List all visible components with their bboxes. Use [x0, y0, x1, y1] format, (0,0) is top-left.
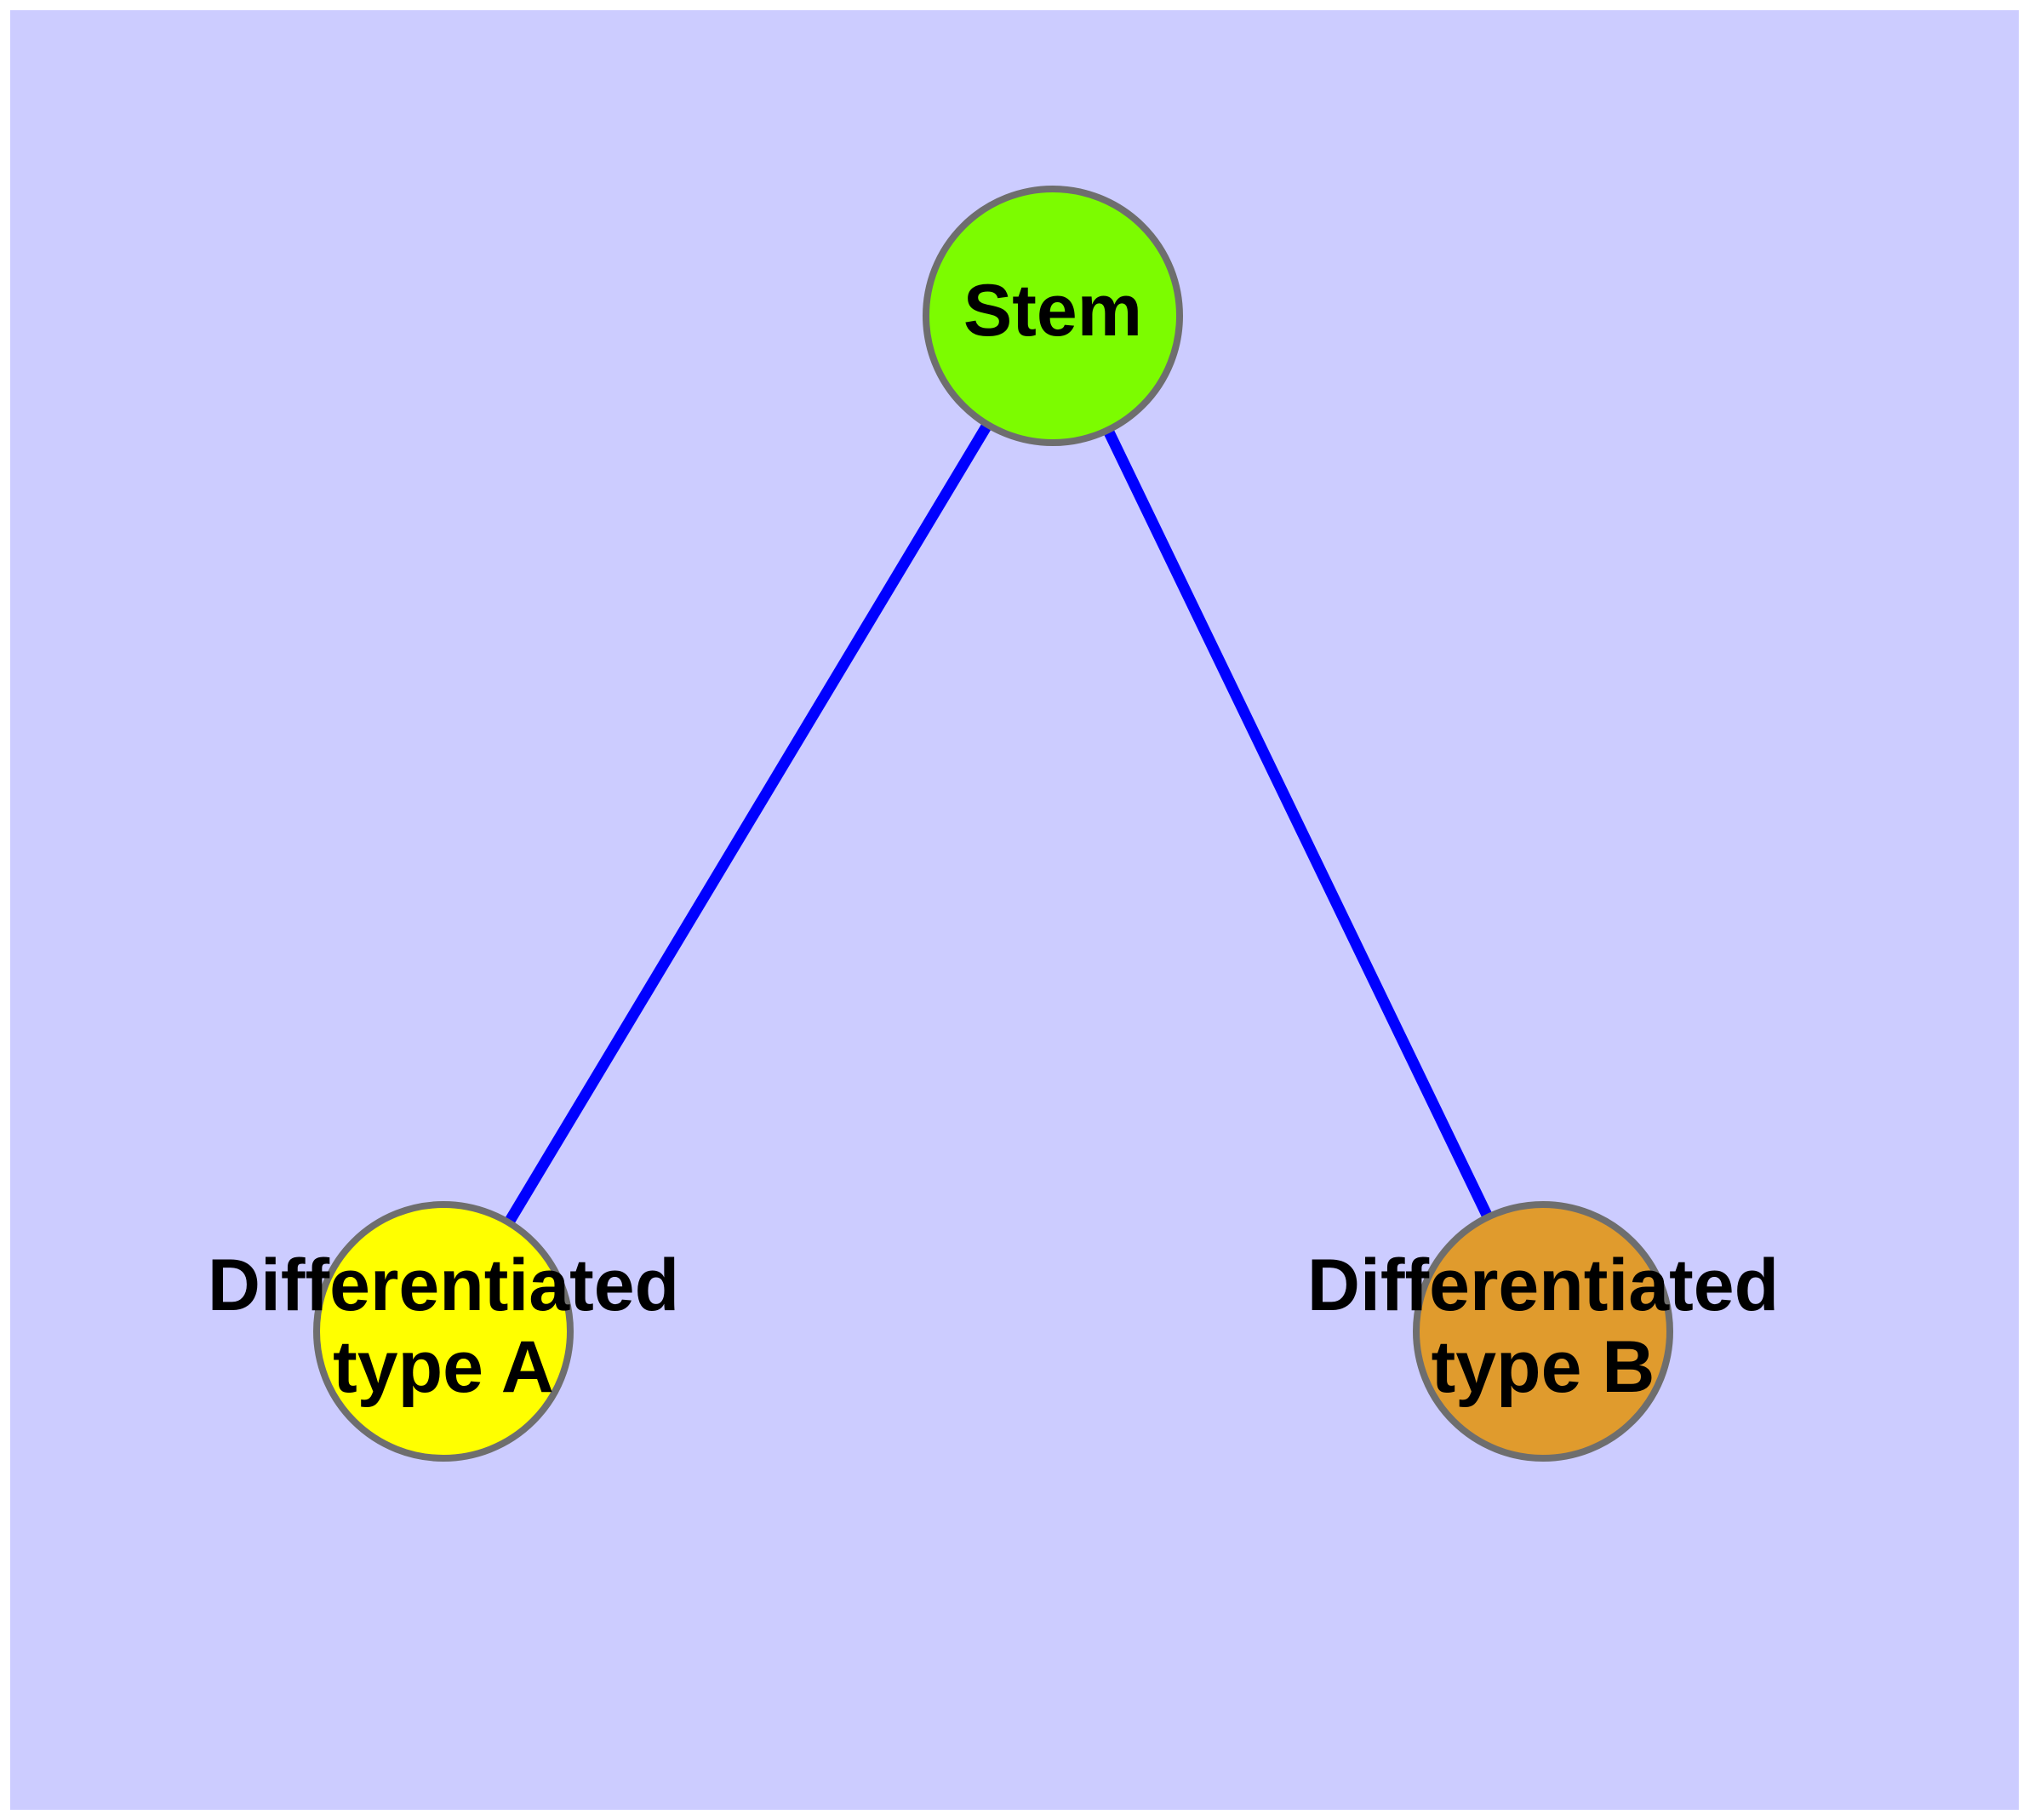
node-label-line: Differentiated: [208, 1245, 679, 1326]
node-circle-diff_a[interactable]: [313, 1201, 574, 1462]
node-label-line: Stem: [963, 270, 1142, 352]
node-circle-stem[interactable]: [923, 186, 1183, 446]
node-label-line: type B: [1432, 1326, 1655, 1408]
graph-node-stem[interactable]: Stem: [923, 186, 1183, 446]
edges-layer: [438, 312, 1548, 1335]
node-label-stem: Stem: [963, 270, 1142, 352]
node-label-line: Differentiated: [1307, 1245, 1779, 1326]
node-circle-diff_b[interactable]: [1413, 1201, 1673, 1462]
graph-edge[interactable]: [438, 312, 1058, 1335]
node-label-line: type A: [333, 1326, 554, 1408]
graph-edge[interactable]: [1048, 313, 1548, 1334]
